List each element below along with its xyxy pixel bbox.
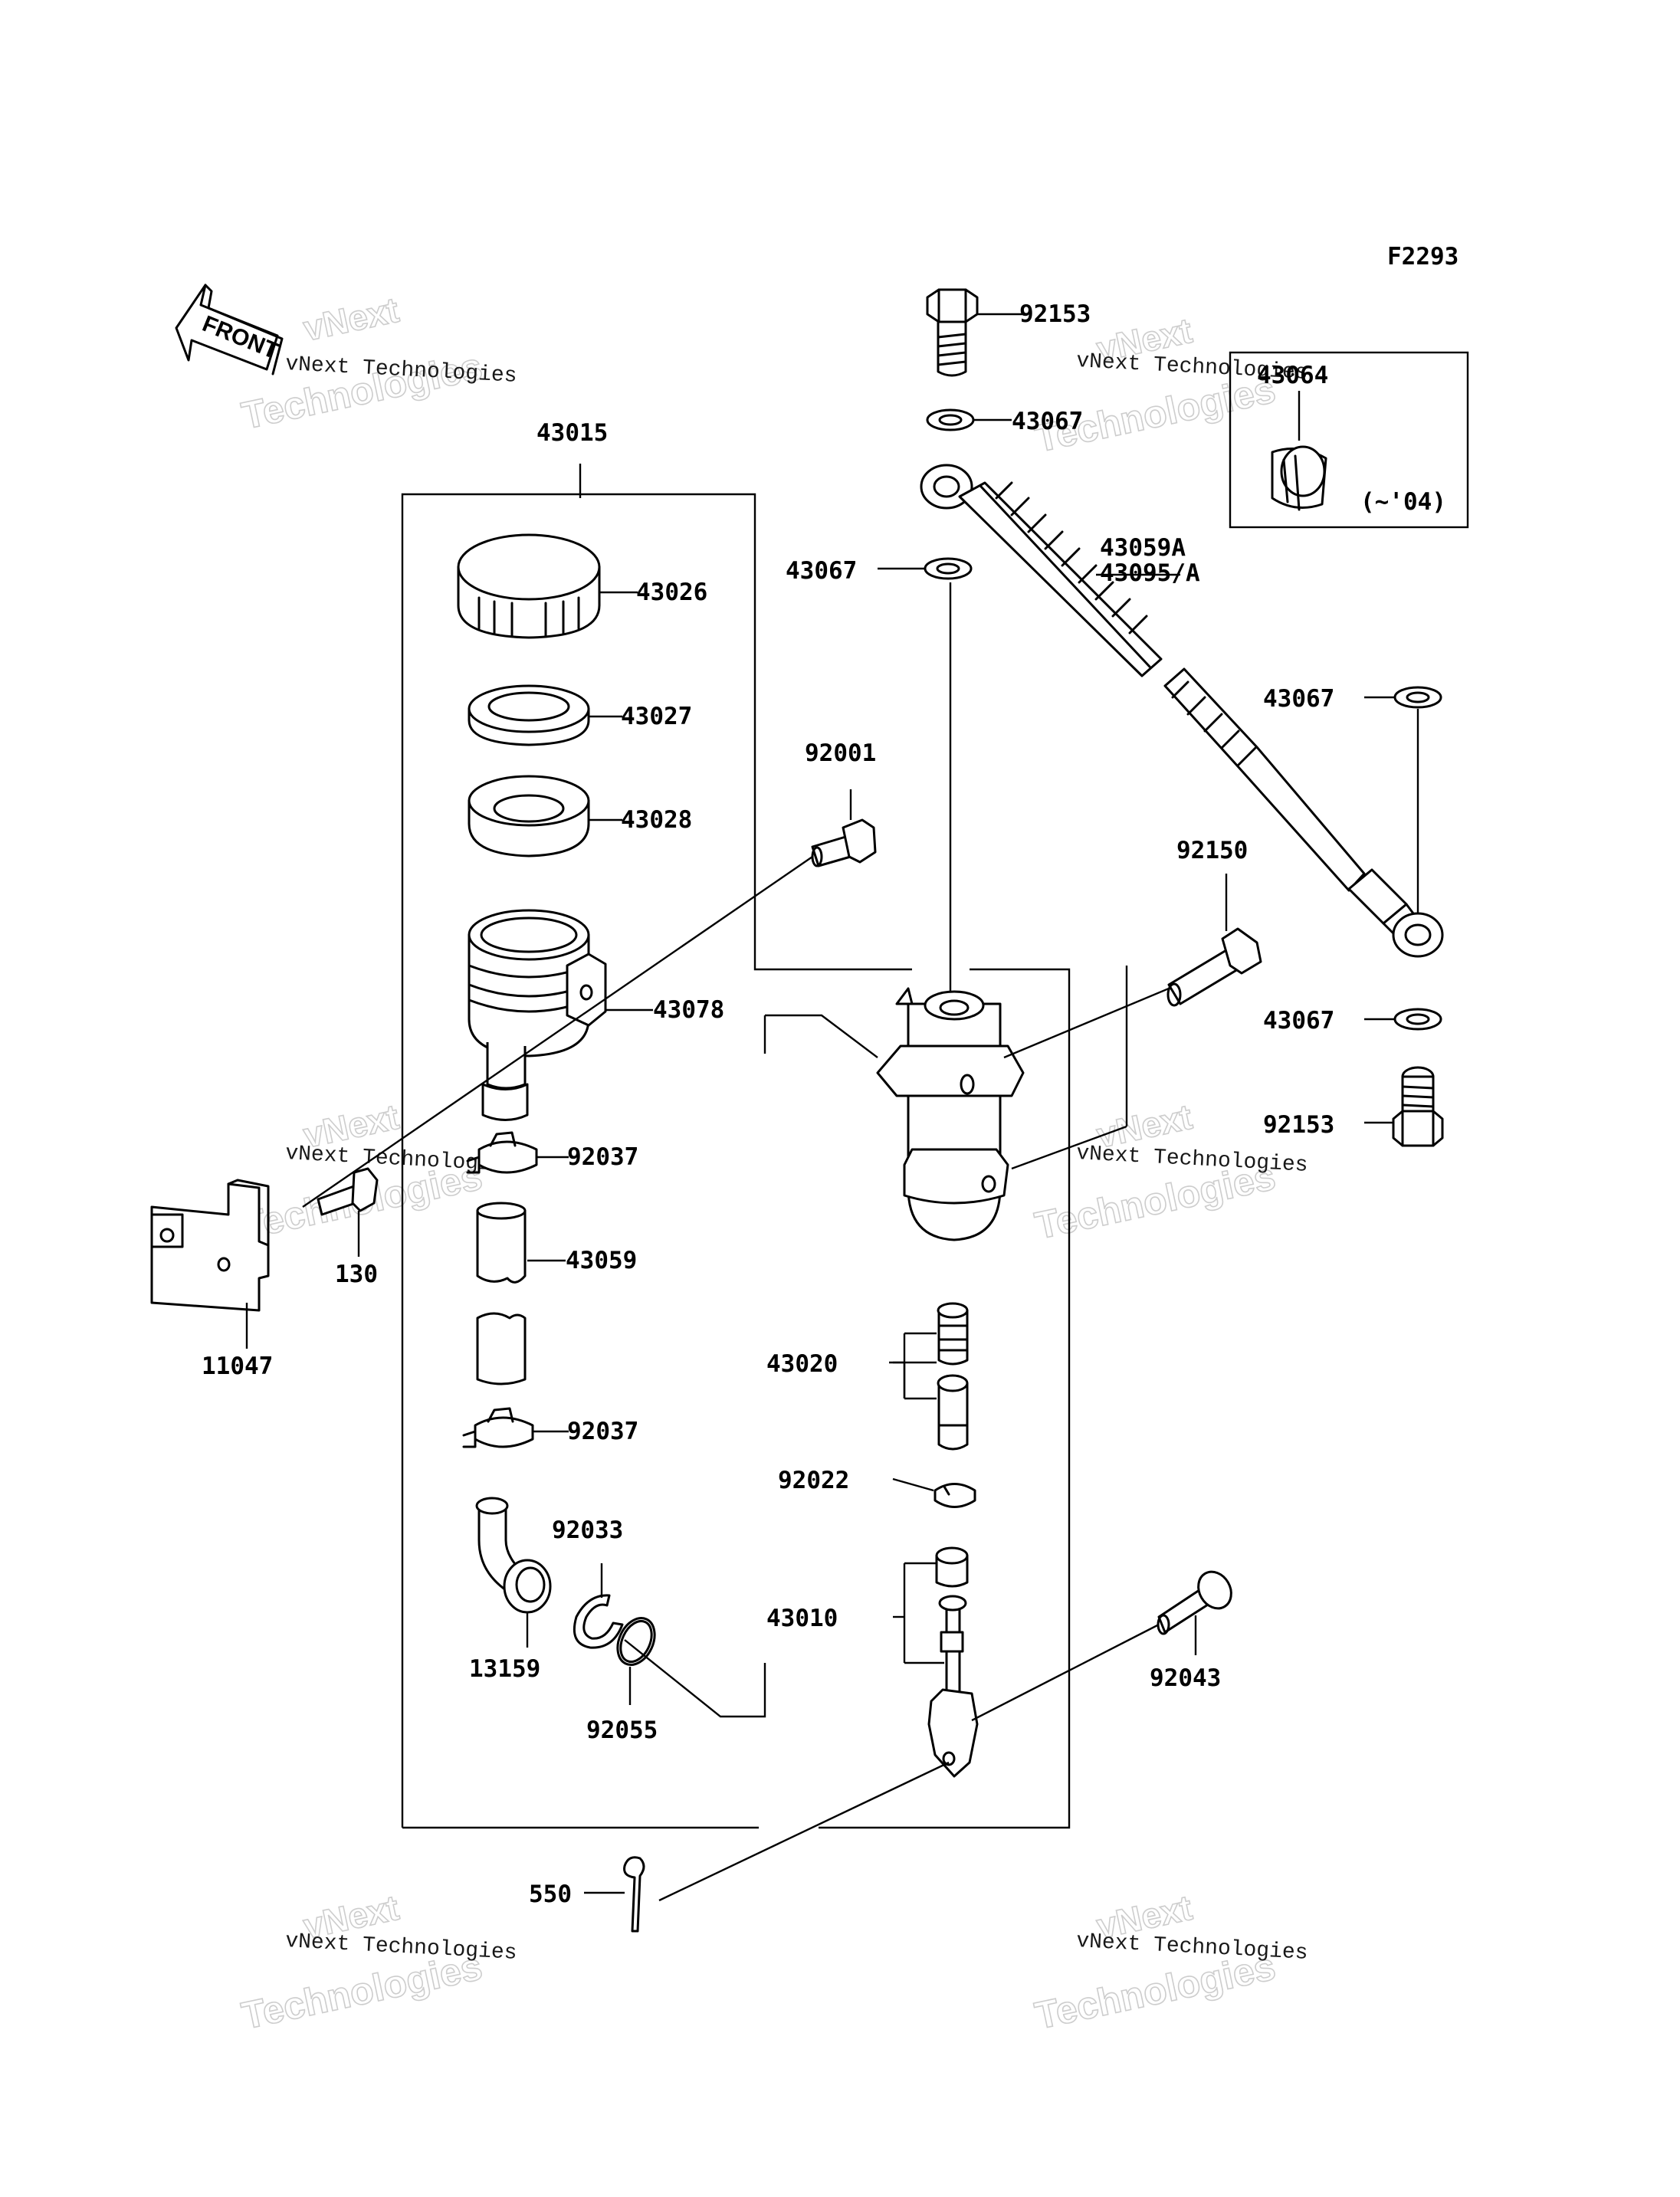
- watermark-brand: vNext: [300, 290, 402, 349]
- diaphragm-plate-icon: [468, 684, 590, 746]
- label-13159: 13159: [469, 1655, 540, 1683]
- bolt-92001-icon: [811, 818, 877, 867]
- washer-icon: [924, 557, 973, 580]
- label-43064: 43064: [1257, 362, 1328, 389]
- mounting-bracket-icon: [150, 1179, 270, 1312]
- label-43015: 43015: [536, 419, 608, 447]
- front-arrow-icon: FRONT: [175, 284, 284, 375]
- label-43059A: 43059A: [1100, 534, 1186, 562]
- bolt-92150-icon: [1166, 927, 1262, 1007]
- hose-clamp-lower-icon: [462, 1407, 534, 1448]
- reservoir-tank-icon: [468, 909, 607, 1121]
- figure-code: F2293: [1387, 243, 1459, 271]
- watermark-top-left: vNext Technologies vNext Technologies: [238, 289, 517, 438]
- inset-note: (~'04): [1360, 488, 1446, 516]
- label-92043: 92043: [1150, 1664, 1221, 1692]
- label-43078: 43078: [653, 996, 724, 1024]
- watermark-bottom-left: vNext Technologies vNext Technologies: [238, 1887, 517, 2038]
- inset-box: (~'04): [1229, 351, 1469, 529]
- label-43067-right: 43067: [1263, 685, 1334, 713]
- label-11047: 11047: [202, 1353, 273, 1380]
- label-130: 130: [335, 1261, 378, 1288]
- label-92001: 92001: [805, 739, 876, 767]
- label-43020: 43020: [766, 1350, 838, 1378]
- diaphragm-icon: [468, 775, 590, 857]
- watermark-bottom-right: vNext Technologies vNext Technologies: [1031, 1887, 1309, 2038]
- label-43067-lower: 43067: [1263, 1007, 1334, 1035]
- o-ring-icon: [616, 1617, 656, 1666]
- circlip-92022-icon: [934, 1483, 976, 1508]
- assembly-bracket-43015: [401, 464, 1071, 1829]
- label-92037-lower: 92037: [567, 1418, 638, 1445]
- primary-cup-icon: [937, 1302, 969, 1366]
- hose-clamp-icon: [466, 1131, 538, 1174]
- clevis-pin-icon: [1157, 1570, 1232, 1635]
- banjo-bolt-bottom-icon: [1392, 1066, 1444, 1147]
- master-cylinder-body-icon: [876, 987, 1025, 1241]
- brake-hose-icon: [920, 464, 1444, 958]
- spring-icon: [937, 1374, 969, 1451]
- label-92022: 92022: [778, 1467, 849, 1494]
- circlip-icon: [573, 1594, 624, 1649]
- label-43095A: 43095/A: [1100, 559, 1200, 587]
- label-43028: 43028: [621, 806, 692, 834]
- push-rod-icon: [927, 1546, 979, 1778]
- label-92033: 92033: [552, 1517, 623, 1544]
- cotter-pin-icon: [623, 1856, 645, 1933]
- label-43027: 43027: [621, 703, 692, 730]
- label-92153-bottom: 92153: [1263, 1111, 1334, 1139]
- washer-icon: [926, 408, 975, 431]
- watermark-caption: vNext Technologies: [1076, 1930, 1309, 1966]
- label-92150: 92150: [1176, 837, 1248, 864]
- label-92037-upper: 92037: [567, 1143, 638, 1171]
- washer-icon: [1393, 686, 1442, 709]
- banjo-bolt-top-icon: [926, 288, 979, 377]
- label-43026: 43026: [636, 579, 707, 606]
- label-43059: 43059: [566, 1247, 637, 1274]
- reservoir-hose-icon: [476, 1202, 527, 1385]
- label-43010: 43010: [766, 1605, 838, 1632]
- elbow-fitting-icon: [475, 1497, 552, 1614]
- washer-icon: [1393, 1008, 1442, 1031]
- label-92055: 92055: [586, 1717, 658, 1744]
- label-43067-left: 43067: [786, 557, 857, 585]
- reservoir-cap-icon: [457, 533, 601, 639]
- leader-lines: [245, 313, 1419, 1902]
- bolt-130-icon: [317, 1167, 379, 1216]
- label-92153-top: 92153: [1019, 300, 1091, 328]
- label-43067-top: 43067: [1012, 408, 1083, 435]
- label-550: 550: [529, 1881, 572, 1908]
